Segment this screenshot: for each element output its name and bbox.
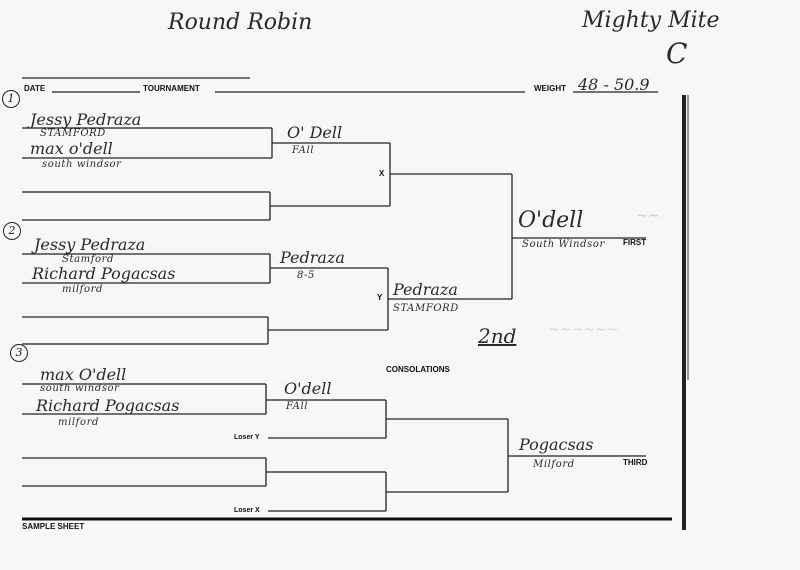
bracket-x-label: X — [379, 169, 385, 178]
first-label: FIRST — [623, 238, 647, 247]
bout-number-2: 2 — [3, 222, 21, 240]
division-name: Mighty Mite — [582, 8, 720, 33]
tournament-label: TOURNAMENT — [143, 84, 200, 93]
bout3-winner: O'dell — [284, 379, 332, 398]
sheet-title: Round Robin — [168, 10, 313, 35]
bout2-wrestler1-name: Jessy Pedraza — [34, 235, 146, 254]
bout2-wrestler2-team: milford — [62, 284, 103, 295]
bout1-wrestler1-name: Jessy Pedraza — [30, 110, 142, 129]
bout-number-3: 3 — [10, 344, 28, 362]
bout1-wrestler2-name: max o'dell — [30, 139, 113, 158]
bracket-y-label: Y — [377, 293, 383, 302]
bout3-wrestler1-name: max O'dell — [40, 365, 127, 384]
weight-value: 48 - 50.9 — [578, 75, 650, 94]
bout3-wrestler1-team: south windsor — [40, 383, 120, 394]
third-label: THIRD — [623, 458, 648, 467]
third-place-team: Milford — [533, 459, 575, 470]
bout1-winner: O' Dell — [287, 123, 343, 142]
bout1-result: FAll — [292, 145, 315, 156]
bout1-wrestler1-team: STAMFORD — [40, 128, 106, 139]
date-label: DATE — [24, 84, 46, 93]
bout1-wrestler2-team: south windsor — [42, 159, 122, 170]
semi-y-team: STAMFORD — [393, 303, 459, 314]
bout3-wrestler2-team: milford — [58, 417, 99, 428]
division-code: C — [666, 37, 688, 70]
consolations-label: CONSOLATIONS — [386, 365, 450, 374]
first-place-team: South Windsor — [522, 239, 605, 250]
bout2-wrestler2-name: Richard Pogacsas — [32, 264, 176, 283]
bout2-wrestler1-team: Stamford — [62, 254, 115, 265]
second-place-mark: 2nd — [478, 324, 517, 348]
bleed-through-smudge: ~~~~~~ — [548, 322, 619, 338]
semi-y-winner: Pedraza — [393, 280, 458, 299]
bout3-wrestler2-name: Richard Pogacsas — [36, 396, 180, 415]
weight-label: WEIGHT — [534, 84, 566, 93]
first-place-name: O'dell — [518, 208, 584, 233]
bout-number-1: 1 — [2, 90, 20, 108]
bout2-result: 8-5 — [297, 270, 315, 281]
sample-sheet-label: SAMPLE SHEET — [22, 522, 85, 531]
bout2-winner: Pedraza — [280, 248, 345, 267]
bout3-result: FAll — [286, 401, 309, 412]
loser-y-label: Loser Y — [234, 434, 260, 441]
bleed-through-mark: ~~ — [636, 208, 660, 224]
third-place-name: Pogacsas — [519, 435, 594, 454]
loser-x-label: Loser X — [234, 507, 260, 514]
